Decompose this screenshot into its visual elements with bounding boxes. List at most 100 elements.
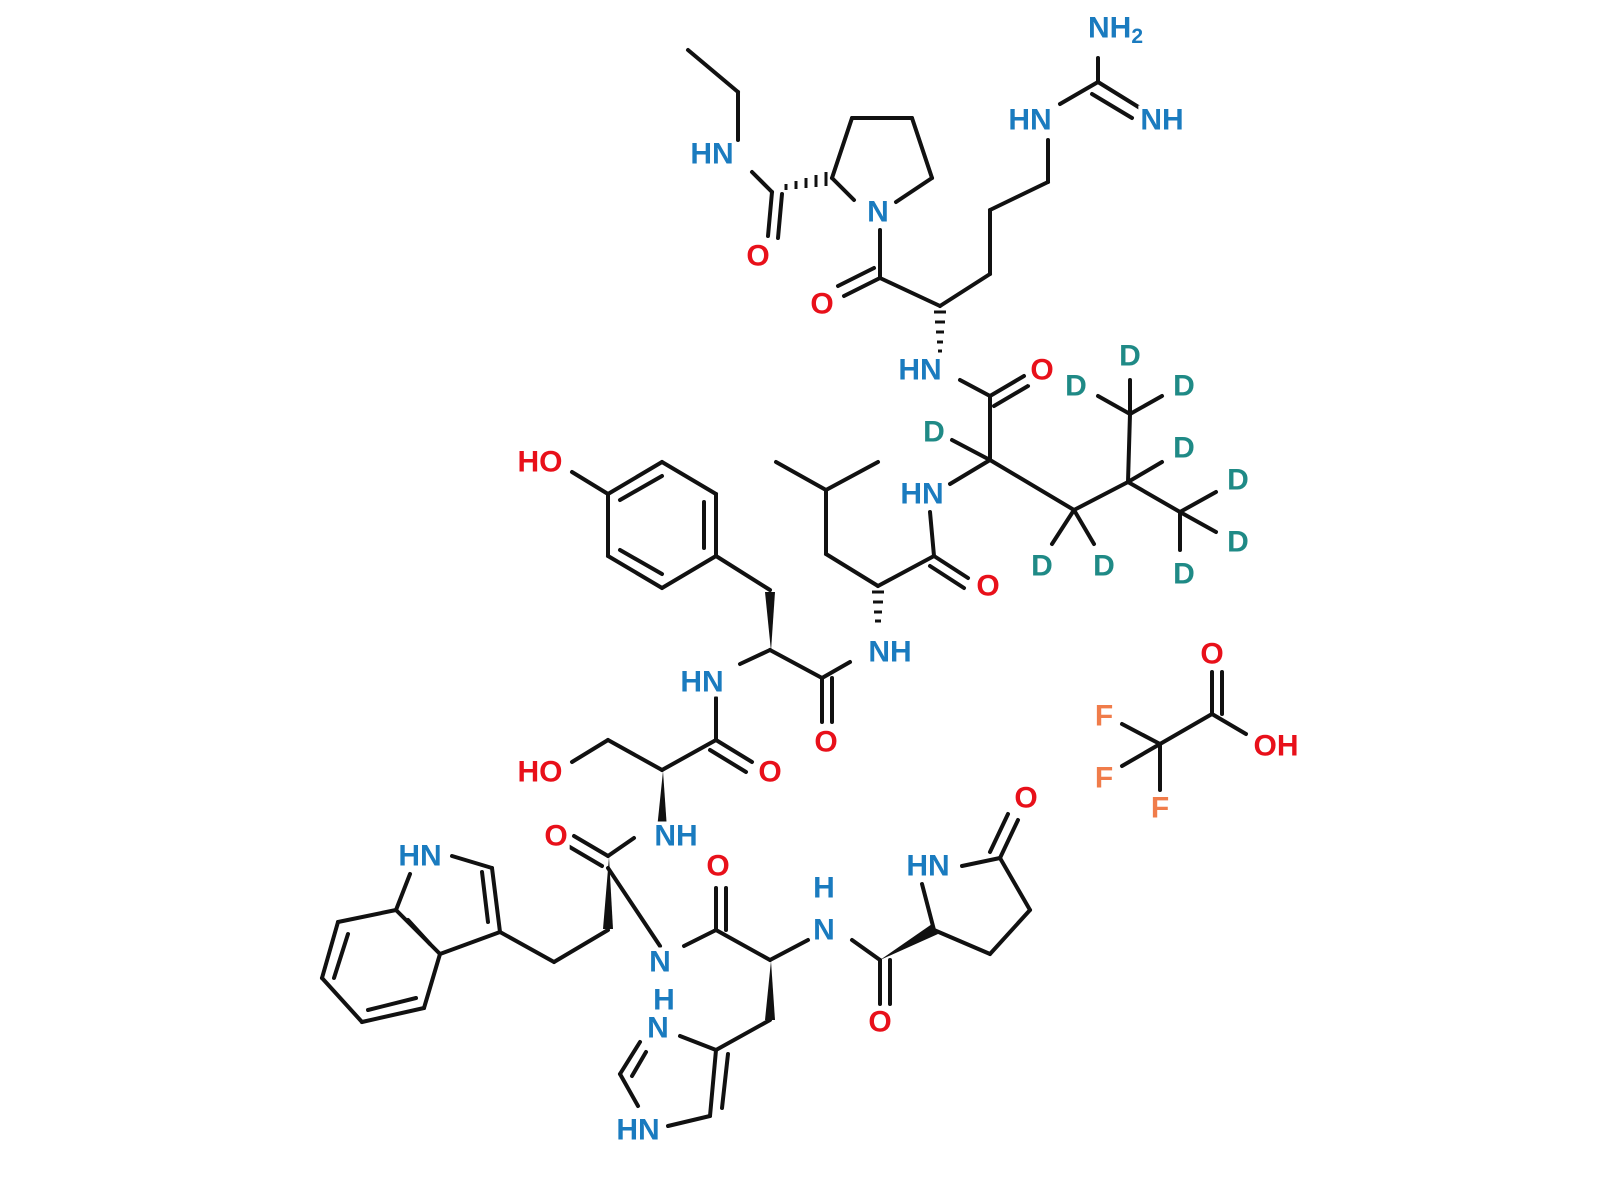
atom-label-background: [515, 757, 565, 787]
atom-label-background: [1225, 527, 1251, 557]
bond: [992, 384, 1030, 408]
bond: [678, 1034, 718, 1052]
bond: [422, 952, 442, 1010]
bond: [988, 374, 1026, 398]
bond: [928, 510, 936, 558]
bond: [572, 834, 610, 858]
bond: [1072, 508, 1096, 546]
bond: [320, 976, 364, 1024]
bond: [660, 738, 718, 772]
bond: [1178, 510, 1218, 534]
atom-label-d-alpha: D: [923, 416, 945, 449]
bond: [708, 748, 748, 774]
atom-label-background: [688, 139, 736, 169]
atom-label-n-his: N: [813, 914, 835, 947]
atom-label-background: [1086, 13, 1146, 46]
atom-label-background: [808, 289, 836, 319]
bond: [1210, 712, 1248, 736]
bond: [776, 192, 784, 240]
bond: [910, 116, 934, 180]
atom-label-background: [645, 1013, 671, 1043]
bond: [1126, 460, 1164, 484]
atom-label-d-ch2-right: D: [1093, 550, 1115, 583]
atom-label-f1: F: [1095, 700, 1113, 733]
atom-label-d-ch3a-top: D: [1119, 340, 1141, 373]
bond: [988, 180, 1050, 212]
atom-label-o-tyr: O: [814, 726, 837, 759]
atom-label-background: [704, 851, 732, 881]
bond: [830, 116, 854, 180]
bond: [686, 48, 740, 94]
bond: [750, 170, 774, 194]
bond: [714, 738, 754, 764]
bond: [606, 460, 664, 496]
bond: [932, 554, 970, 580]
atom-label-background: [542, 821, 570, 851]
atom-label-o-ser: O: [758, 756, 781, 789]
atom-label-hn-guan: HN: [1008, 104, 1051, 137]
atom-label-background: [1092, 701, 1116, 731]
bond: [1126, 412, 1132, 484]
atom-label-background: [1063, 371, 1089, 401]
bond: [360, 1006, 426, 1024]
atom-label-background: [515, 447, 565, 477]
atom-label-background: [396, 841, 444, 871]
atom-label-background: [651, 985, 677, 1015]
bond: [480, 870, 490, 924]
bond: [932, 928, 992, 956]
bond: [938, 272, 992, 308]
atom-label-d-ch3a-left: D: [1065, 370, 1087, 403]
bond: [406, 918, 432, 946]
atom-label-background: [1198, 639, 1226, 669]
atom-label-o-pro: O: [746, 240, 769, 273]
bond: [1096, 80, 1142, 110]
atom-label-n-imid-top: N: [647, 1012, 669, 1045]
bond: [630, 1050, 648, 1078]
bond: [332, 932, 350, 980]
wedge-bond: [657, 771, 667, 829]
bond: [774, 460, 828, 492]
bond: [1178, 490, 1218, 514]
wedge-bond: [880, 924, 938, 960]
atom-label-d-ch2-left: D: [1031, 550, 1053, 583]
atom-label-hn-imid: HN: [616, 1114, 659, 1147]
atom-label-background: [1091, 551, 1117, 581]
bond: [928, 564, 966, 590]
bond: [570, 470, 610, 496]
bond: [842, 276, 882, 298]
atom-label-d-ch3a-right: D: [1173, 370, 1195, 403]
bond: [450, 854, 494, 870]
bond: [618, 1040, 642, 1076]
bond: [366, 996, 418, 1012]
bond: [830, 176, 856, 202]
bond: [876, 554, 936, 588]
atom-label-background: [811, 873, 837, 903]
bond: [960, 856, 1002, 868]
bond: [878, 276, 942, 308]
atom-label-o-arg: O: [810, 288, 833, 321]
atom-label-hn-ethyl: HN: [690, 138, 733, 171]
bond: [958, 378, 992, 398]
atom-label-d-ch3b-right: D: [1227, 464, 1249, 497]
atom-label-background: [756, 757, 784, 787]
atom-label-background: [744, 241, 772, 271]
atom-label-d-ch3b-bottom: D: [1173, 558, 1195, 591]
bond: [660, 554, 718, 590]
bond: [714, 928, 772, 962]
bond: [1158, 712, 1214, 746]
atom-label-background: [1012, 783, 1040, 813]
bond: [708, 1048, 718, 1118]
bond: [438, 930, 502, 956]
atom-label-background: [1148, 793, 1172, 823]
bond: [1058, 80, 1100, 106]
bond: [606, 738, 664, 772]
atom-label-o-tfa: O: [1200, 638, 1223, 671]
atom-label-hn-tyr: HN: [680, 666, 723, 699]
bond: [320, 920, 340, 980]
atom-label-background: [614, 1115, 662, 1145]
atom-label-h-his-amide: H: [813, 872, 835, 905]
bond: [766, 190, 774, 238]
atom-label-background: [811, 915, 837, 945]
